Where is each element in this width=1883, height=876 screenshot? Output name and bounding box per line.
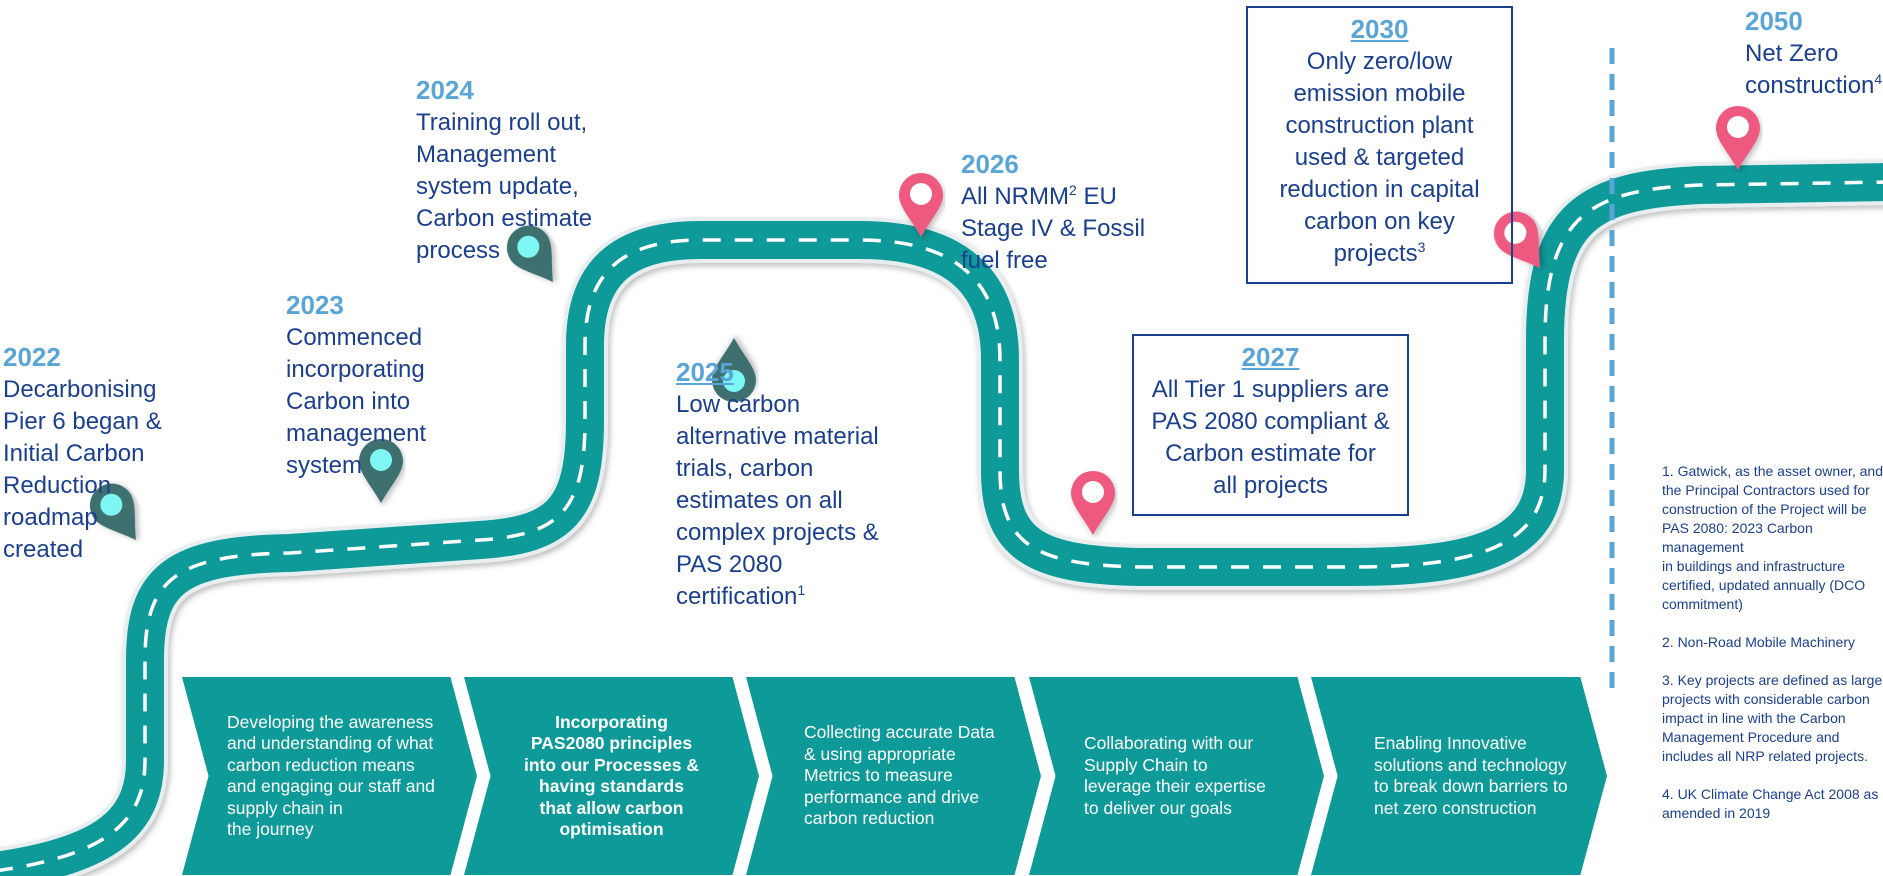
milestone-text: Net Zero construction: [1745, 40, 1875, 99]
chevron-text: Developing the awareness and understandi…: [227, 711, 435, 840]
milestone-2022: 2022 Decarbonising Pier 6 began & Initia…: [3, 340, 183, 566]
pin-2024-icon: [506, 225, 553, 282]
milestone-2025: 2025 Low carbon alternative material tri…: [676, 355, 906, 613]
milestone-2023: 2023 Commenced incorporating Carbon into…: [286, 288, 466, 482]
milestone-year: 2024: [416, 75, 474, 105]
pin-2025-center: [723, 370, 745, 392]
milestone-text: Only zero/low emission mobile constructi…: [1279, 48, 1480, 267]
footnote-ref: 3: [1417, 239, 1426, 255]
footnote-3: 3. Key projects are defined as large pro…: [1662, 672, 1883, 764]
footnote-1: 1. Gatwick, as the asset owner, and the …: [1662, 463, 1883, 612]
milestone-text: All Tier 1 suppliers are PAS 2080 compli…: [1151, 376, 1390, 499]
milestone-year: 2026: [961, 149, 1019, 179]
pin-2024-center: [517, 235, 540, 258]
pin-2030-icon: [1493, 211, 1540, 268]
milestone-text: Low carbon alternative material trials, …: [676, 391, 879, 610]
pin-2027-center: [1082, 481, 1104, 503]
milestone-2024: 2024 Training roll out, Management syste…: [416, 73, 626, 267]
pin-2023-center: [370, 449, 392, 471]
pins: [89, 106, 1760, 540]
milestone-text-a: All NRMM: [961, 183, 1069, 210]
milestone-text: Decarbonising Pier 6 began & Initial Car…: [3, 376, 162, 563]
chevron-data-metrics: Collecting accurate Data & using appropr…: [746, 677, 1041, 875]
chevron-text: Incorporating PAS2080 principles into ou…: [523, 711, 700, 840]
chevron-text: Collecting accurate Data & using appropr…: [804, 722, 995, 829]
pin-2023-icon: [359, 439, 403, 503]
milestone-year: 2027: [1241, 342, 1300, 372]
chevron-processes: Incorporating PAS2080 principles into ou…: [464, 677, 759, 875]
pin-2022-center: [100, 493, 123, 516]
pin-2050-icon: [1716, 106, 1760, 170]
milestone-2030: 2030 Only zero/low emission mobile const…: [1246, 6, 1513, 284]
footnote-ref: 1: [797, 582, 806, 598]
footnotes: 1. Gatwick, as the asset owner, and the …: [1662, 462, 1883, 842]
pin-2026-icon: [899, 173, 943, 237]
pin-2025-icon: [712, 338, 756, 402]
milestone-year: 2050: [1745, 6, 1803, 36]
milestone-text: Commenced incorporating Carbon into mana…: [286, 324, 427, 479]
chevron-awareness: Developing the awareness and understandi…: [182, 677, 477, 875]
milestone-year: 2030: [1350, 14, 1409, 44]
chevron-innovation: Enabling Innovative solutions and techno…: [1311, 677, 1607, 875]
chevron-text: Collaborating with our Supply Chain to l…: [1084, 733, 1266, 818]
pin-2030-center: [1504, 221, 1527, 244]
pin-2026-center: [910, 183, 932, 205]
milestone-text: Training roll out, Management system upd…: [416, 109, 593, 264]
milestone-2050: 2050 Net Zero construction4: [1745, 4, 1883, 102]
milestone-2026: 2026 All NRMM2 EU Stage IV & Fossil fuel…: [961, 147, 1161, 277]
footnote-ref: 4: [1874, 71, 1883, 87]
milestone-2027: 2027 All Tier 1 suppliers are PAS 2080 c…: [1132, 334, 1409, 516]
road-center-line: [0, 180, 1883, 872]
milestone-year: 2023: [286, 290, 344, 320]
milestone-text: All NRMM2 EU Stage IV & Fossil fuel free: [961, 183, 1145, 274]
pin-2022-icon: [89, 483, 136, 540]
milestone-year: 2025: [676, 357, 734, 387]
milestone-text-b: EU Stage IV & Fossil fuel free: [961, 183, 1146, 274]
pin-2050-center: [1727, 116, 1749, 138]
footnote-2: 2. Non-Road Mobile Machinery: [1662, 634, 1855, 650]
chevron-text: Enabling Innovative solutions and techno…: [1374, 733, 1568, 818]
milestone-year: 2022: [3, 342, 61, 372]
footnote-ref: 2: [1069, 182, 1077, 198]
pin-2027-icon: [1071, 471, 1115, 535]
footnote-4: 4. UK Climate Change Act 2008 as amended…: [1662, 786, 1879, 821]
chevron-supply-chain: Collaborating with our Supply Chain to l…: [1029, 677, 1324, 875]
